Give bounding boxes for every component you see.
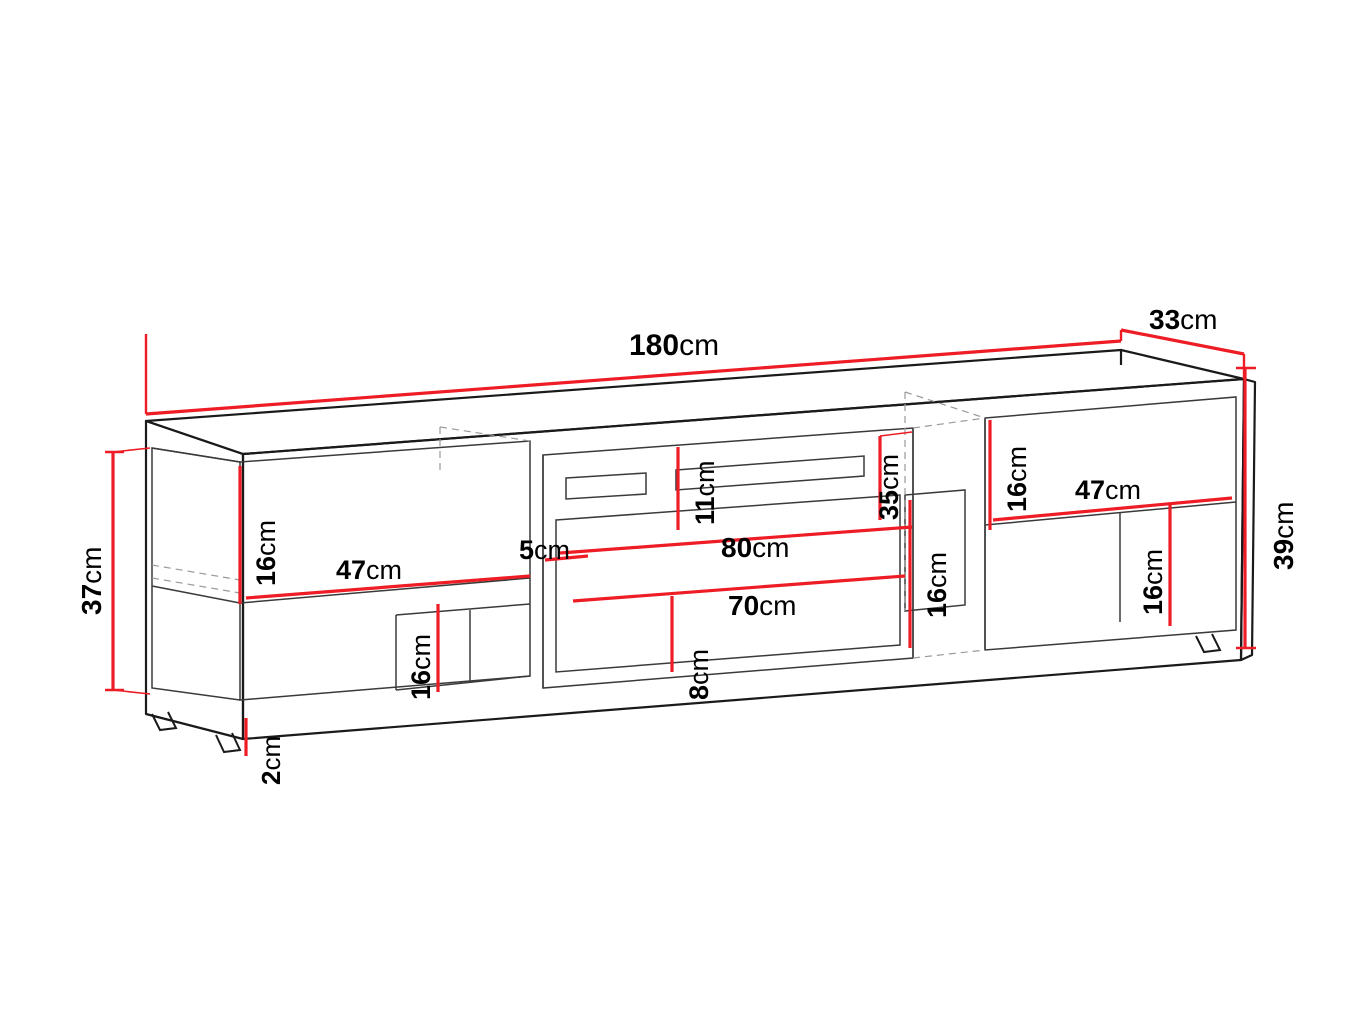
- dimension-label-left-shelf-47cm: 47cm: [336, 557, 402, 584]
- dimension-value: 37: [76, 583, 107, 615]
- cabinet-inner-edges: [151, 396, 1237, 701]
- dimension-label-2cm: 2cm: [256, 735, 286, 785]
- dimension-unit: cm: [1105, 475, 1142, 505]
- dimension-unit: cm: [752, 532, 790, 563]
- dimension-value: 35: [874, 489, 904, 520]
- dimension-value: 80: [721, 532, 753, 563]
- dimension-label-left-shelf-16cm: 16cm: [251, 519, 281, 586]
- dimension-value: 8: [684, 684, 714, 700]
- dimension-value: 33: [1149, 304, 1181, 335]
- dimension-value: 16: [1138, 584, 1168, 615]
- dimension-label-5cm: 5cm: [519, 537, 570, 564]
- dimension-label-11cm: 11cm: [690, 460, 720, 525]
- dimension-value: 11: [690, 496, 720, 525]
- dimension-value: 70: [728, 590, 760, 621]
- cabinet-hidden-lines: [151, 391, 986, 659]
- dimension-unit: cm: [759, 590, 797, 621]
- dimension-value: 47: [336, 555, 367, 585]
- dimension-value: 2: [256, 770, 286, 785]
- dimension-unit: cm: [679, 329, 720, 362]
- dimension-unit: cm: [684, 648, 714, 685]
- dimension-unit: cm: [1002, 445, 1032, 482]
- dimension-label-70cm: 70cm: [728, 592, 796, 620]
- dimension-unit: cm: [76, 546, 107, 584]
- dimension-unit: cm: [366, 555, 403, 585]
- dimension-unit: cm: [1138, 548, 1168, 585]
- dimension-value: 39: [1268, 538, 1299, 570]
- dimension-unit: cm: [534, 535, 571, 565]
- dimension-label-8cm: 8cm: [684, 648, 714, 700]
- dimension-label-left-lower-16cm: 16cm: [406, 633, 436, 700]
- dimension-value: 16: [922, 587, 952, 618]
- dimension-value: 16: [251, 555, 281, 586]
- dimension-value: 16: [1002, 481, 1032, 512]
- dimension-value: 47: [1075, 475, 1106, 505]
- dimension-label-180cm: 180cm: [629, 331, 719, 361]
- dimension-label-35cm: 35cm: [874, 453, 904, 520]
- dimension-unit: cm: [690, 460, 720, 497]
- dimension-label-center-right-16cm: 16cm: [922, 551, 952, 618]
- dimension-value: 16: [406, 669, 436, 700]
- dimension-unit: cm: [406, 633, 436, 670]
- dimension-label-37cm: 37cm: [76, 546, 107, 615]
- dimension-value: 180: [629, 329, 680, 362]
- cabinet-legs: [151, 633, 1222, 754]
- dimension-label-right-shelf-47cm: 47cm: [1075, 477, 1141, 504]
- dimension-unit: cm: [874, 453, 904, 490]
- dimension-value: 5: [519, 535, 535, 565]
- dimension-unit: cm: [922, 551, 952, 588]
- dimension-label-right-top-16cm: 16cm: [1002, 445, 1032, 512]
- dimension-label-right-lower-16cm: 16cm: [1138, 548, 1168, 615]
- dimension-unit: cm: [1180, 304, 1218, 335]
- dimension-label-33cm: 33cm: [1149, 306, 1217, 334]
- dimension-unit: cm: [1268, 501, 1299, 539]
- dimension-lines: [105, 328, 1256, 756]
- dimension-label-80cm: 80cm: [721, 534, 789, 562]
- dimension-unit: cm: [251, 519, 281, 556]
- dimension-label-39cm: 39cm: [1268, 501, 1299, 570]
- dimension-unit: cm: [256, 735, 286, 771]
